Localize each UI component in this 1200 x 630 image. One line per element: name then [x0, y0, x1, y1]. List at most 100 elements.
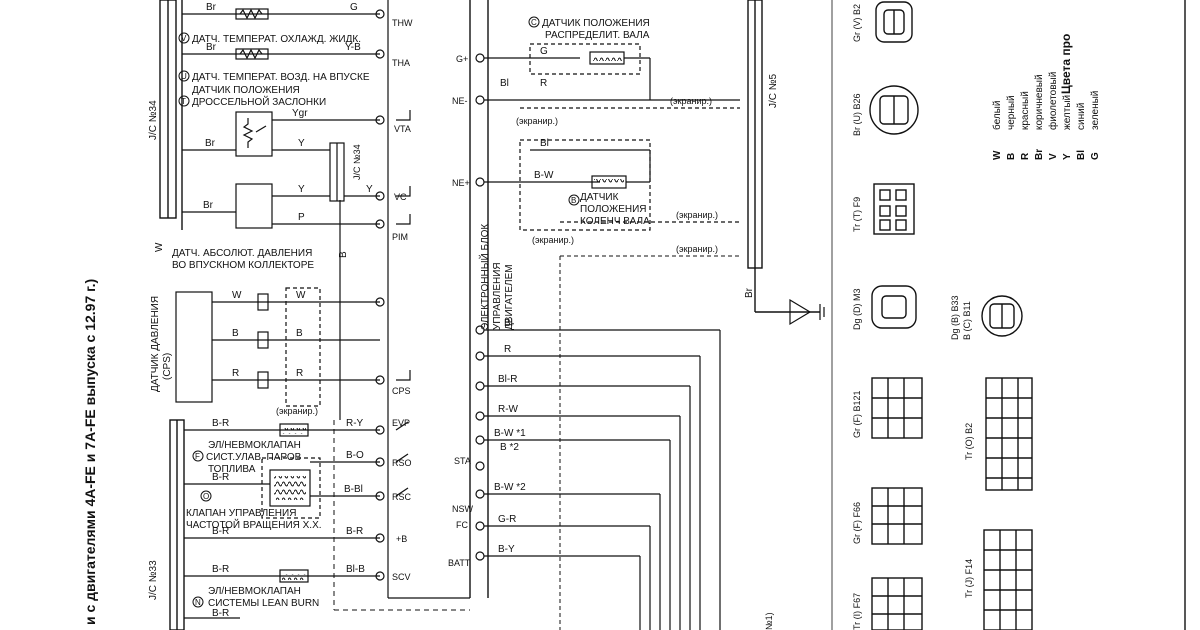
- wire-label: R: [296, 368, 303, 379]
- shield-lines: [333, 420, 470, 611]
- connector-code: Gr (F) F66: [852, 502, 862, 544]
- wire-label: Bl: [504, 318, 513, 329]
- evap-label-1: ЭЛ/НЕВМОКЛАПАН: [208, 440, 301, 451]
- connector-code: Tr (I) F67: [852, 593, 862, 630]
- wire-label: B: [296, 328, 303, 339]
- wire-label: G: [350, 2, 358, 13]
- legend-code: Bl: [1076, 150, 1087, 160]
- legend-code: B: [1006, 153, 1017, 160]
- wire-label: B: [338, 251, 349, 258]
- wire-label: B: [232, 328, 239, 339]
- evap-label-3: ТОПЛИВА: [208, 464, 256, 475]
- wire-label: B-W *2: [494, 482, 526, 493]
- wire-label: Bl: [540, 138, 549, 149]
- pin-label: FC: [456, 520, 468, 530]
- connector-f9: [873, 183, 915, 235]
- ecu-right-pin-labels: G+ NE- NE+ STA NSW FC BATT: [448, 54, 474, 568]
- connector-b2: [875, 1, 913, 43]
- legend-code: V: [1048, 153, 1059, 160]
- connector-m3: [871, 285, 917, 329]
- legend-name: желтый: [1062, 95, 1073, 130]
- evap-valve: [184, 423, 380, 437]
- wire-label: R-Y: [346, 418, 364, 429]
- legend-name: коричневый: [1034, 74, 1045, 130]
- coolant-temp-label: ДАТЧ. ТЕМПЕРАТ. ОХЛАЖД. ЖИДК.: [192, 34, 361, 45]
- wire-label: B-R: [212, 418, 229, 429]
- pin-label: G+: [456, 54, 468, 64]
- ref-mark: U: [181, 72, 187, 81]
- legend-codes: W B R Br V Y Bl G: [992, 149, 1101, 160]
- legend-name: красный: [1020, 91, 1031, 130]
- screen-label: (экранир.): [532, 235, 574, 245]
- connector-code: Dg (D) M3: [852, 288, 862, 330]
- screen-label: (экранир.): [676, 244, 718, 254]
- screen-label: (экранир.): [670, 96, 712, 106]
- connector-code: Dg (B) B33: [950, 295, 960, 340]
- wire-label: B-Y: [498, 544, 515, 555]
- crank-sensor: [519, 139, 740, 231]
- map-label-2: ВО ВПУСКНОМ КОЛЛЕКТОРЕ: [172, 260, 314, 271]
- wire-label: R: [540, 78, 547, 89]
- wire-label: Y: [366, 184, 373, 195]
- page-note: №1): [764, 612, 774, 630]
- cps-sensor: [175, 287, 380, 407]
- jc34-mid-label: J/C №34: [352, 144, 362, 180]
- connector-code: Tr (O) B2: [964, 423, 974, 460]
- pin-label: NSW: [452, 504, 474, 514]
- cam-label-1: ДАТЧИК ПОЛОЖЕНИЯ: [542, 18, 650, 29]
- wire-label: R-W: [498, 404, 519, 415]
- connector-code: B (C) B11: [962, 301, 972, 340]
- wire-label: Y: [298, 184, 305, 195]
- lean-burn-valve: [184, 569, 380, 583]
- legend-code: R: [1020, 152, 1031, 160]
- pin-label: RSC: [392, 492, 412, 502]
- ref-mark: N: [195, 598, 201, 607]
- legend-code: Y: [1062, 153, 1073, 160]
- screen-label: (экранир.): [276, 406, 318, 416]
- wire-label: Y: [298, 138, 305, 149]
- ref-mark: B: [571, 196, 576, 205]
- pin-label: RSO: [392, 458, 412, 468]
- connector-code: Gr (V) B2: [852, 4, 862, 42]
- jc5-bus: [747, 0, 820, 313]
- pin-label: NE-: [452, 96, 468, 106]
- wire-label: Br: [205, 138, 216, 149]
- wire-label: B-R: [212, 472, 229, 483]
- wire-label: B-O: [346, 450, 364, 461]
- pin-label: THA: [392, 58, 410, 68]
- ecu-pin-labels: THW THA VTA VC PIM CPS EVP RSO RSC +B SC…: [392, 18, 413, 582]
- map-sensor: [182, 183, 380, 229]
- crank-label-2: ПОЛОЖЕНИЯ: [580, 204, 647, 215]
- wire-label: W: [296, 290, 306, 301]
- ref-mark: V: [181, 34, 187, 43]
- screen-label: (экранир.): [676, 210, 718, 220]
- wire-label: Bl-R: [498, 374, 517, 385]
- cam-label-2: РАСПРЕДЕЛИТ. ВАЛА: [545, 30, 650, 41]
- crank-label-1: ДАТЧИК: [580, 192, 619, 203]
- ref-mark: O: [203, 492, 209, 501]
- ecu-label-1: ЭЛЕКТРОННЫЙ БЛОК: [478, 224, 491, 330]
- wire-label: R: [504, 344, 511, 355]
- iac-label-1: КЛАПАН УПРАВЛЕНИЯ: [186, 508, 296, 519]
- pin-label: VC: [394, 192, 407, 202]
- ref-mark: C: [531, 18, 537, 27]
- wire-label: W: [232, 290, 242, 301]
- page-title: и с двигателями 4A-FE и 7A-FE выпуска с …: [82, 279, 98, 625]
- wire-label: W: [154, 242, 165, 252]
- legend-code: Br: [1034, 149, 1045, 160]
- pin-label: VTA: [394, 124, 411, 134]
- pin-label: CPS: [392, 386, 411, 396]
- legend-name: фиолетовый: [1047, 72, 1059, 130]
- ref-mark: F: [195, 452, 200, 461]
- map-label-1: ДАТЧ. АБСОЛЮТ. ДАВЛЕНИЯ: [172, 248, 312, 259]
- pin-label: NE+: [452, 178, 470, 188]
- lean-label-1: ЭЛ/НЕВМОКЛАПАН: [208, 586, 301, 597]
- pin-label: EVP: [392, 418, 410, 428]
- connector-code: Tr (T) F9: [852, 197, 862, 232]
- wire-label: P: [298, 212, 305, 223]
- cps-label-2: (CPS): [162, 353, 173, 380]
- wire-label: B-Bl: [344, 484, 363, 495]
- screen-label: (экранир.): [516, 116, 558, 126]
- ecu-right-pins: [475, 53, 740, 630]
